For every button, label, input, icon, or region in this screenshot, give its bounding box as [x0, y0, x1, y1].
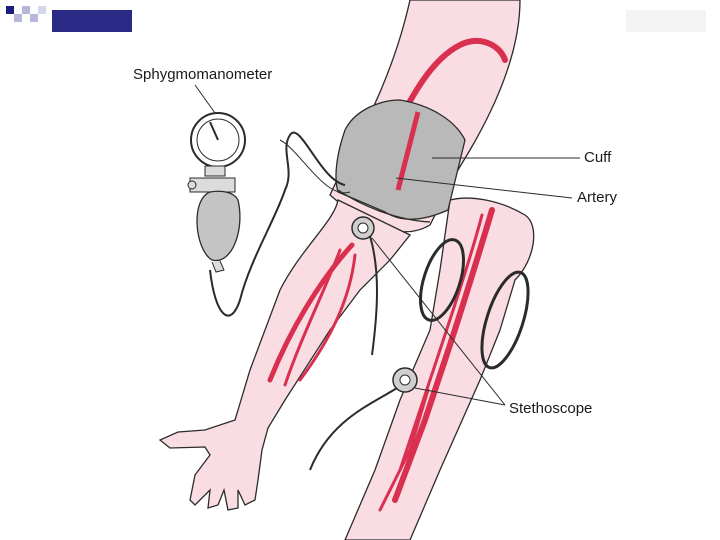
label-sphygmomanometer: Sphygmomanometer — [133, 66, 272, 83]
label-cuff: Cuff — [584, 149, 611, 166]
leader-sphygmomanometer — [195, 85, 215, 113]
label-artery: Artery — [577, 189, 617, 206]
sphygmomanometer-gauge — [188, 113, 245, 192]
label-stethoscope: Stethoscope — [509, 400, 592, 417]
inflation-bulb — [197, 191, 240, 272]
